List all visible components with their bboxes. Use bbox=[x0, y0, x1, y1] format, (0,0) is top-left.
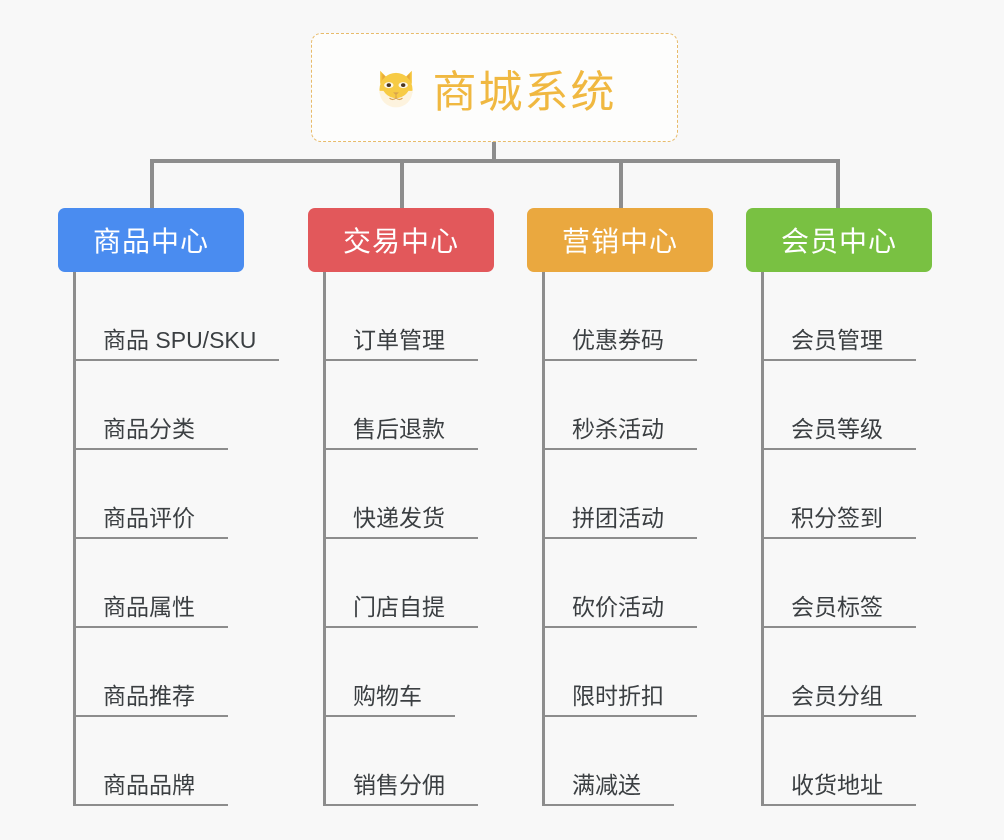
leaf-item-label: 秒杀活动 bbox=[572, 415, 664, 442]
connector-horizontal-bus bbox=[150, 159, 840, 163]
category-label-1: 商品中心 bbox=[92, 226, 209, 257]
leaf-item[interactable]: 拼团活动 bbox=[542, 450, 697, 539]
leaf-item-label: 砍价活动 bbox=[572, 593, 664, 620]
leaf-item[interactable]: 秒杀活动 bbox=[542, 361, 697, 450]
connector-drop-3 bbox=[619, 159, 623, 208]
leaf-item-label: 收货地址 bbox=[791, 771, 883, 798]
category-label-2: 交易中心 bbox=[342, 226, 459, 257]
connector-root-stem bbox=[492, 142, 496, 163]
category-label-4: 会员中心 bbox=[780, 226, 897, 257]
category-box-1[interactable]: 商品中心 bbox=[58, 208, 244, 272]
leaf-item-label: 限时折扣 bbox=[572, 682, 664, 709]
leaf-item[interactable]: 购物车 bbox=[323, 628, 455, 717]
category-label-3: 营销中心 bbox=[561, 226, 678, 257]
leaf-item[interactable]: 销售分佣 bbox=[323, 717, 478, 806]
leaf-item-label: 会员分组 bbox=[791, 682, 883, 709]
leaf-item[interactable]: 收货地址 bbox=[761, 717, 916, 806]
leaf-spine bbox=[323, 272, 326, 806]
leaf-item[interactable]: 门店自提 bbox=[323, 539, 478, 628]
leaf-item-label: 快递发货 bbox=[353, 504, 445, 531]
leaf-item[interactable]: 商品 SPU/SKU bbox=[73, 272, 279, 361]
leaf-item-label: 拼团活动 bbox=[572, 504, 664, 531]
leaf-item-label: 订单管理 bbox=[353, 326, 445, 353]
leaf-item[interactable]: 砍价活动 bbox=[542, 539, 697, 628]
leaf-item-label: 满减送 bbox=[572, 771, 641, 798]
leaf-item[interactable]: 商品分类 bbox=[73, 361, 228, 450]
root-node[interactable]: 商城系统 bbox=[311, 33, 678, 142]
leaf-item[interactable]: 会员标签 bbox=[761, 539, 916, 628]
leaf-item[interactable]: 商品品牌 bbox=[73, 717, 228, 806]
shiba-inu-icon bbox=[373, 65, 419, 111]
leaf-item[interactable]: 商品属性 bbox=[73, 539, 228, 628]
leaf-item-label: 商品评价 bbox=[103, 504, 195, 531]
leaf-spine bbox=[761, 272, 764, 806]
leaf-item-label: 会员等级 bbox=[791, 415, 883, 442]
leaf-item-label: 售后退款 bbox=[353, 415, 445, 442]
leaf-spine bbox=[542, 272, 545, 806]
leaf-item[interactable]: 会员等级 bbox=[761, 361, 916, 450]
leaf-item[interactable]: 售后退款 bbox=[323, 361, 478, 450]
leaf-item-label: 商品品牌 bbox=[103, 771, 195, 798]
leaf-item[interactable]: 积分签到 bbox=[761, 450, 916, 539]
connector-drop-1 bbox=[150, 159, 154, 208]
leaf-spine bbox=[73, 272, 76, 806]
leaf-item[interactable]: 订单管理 bbox=[323, 272, 478, 361]
leaf-item-label: 商品 SPU/SKU bbox=[103, 326, 257, 353]
category-box-2[interactable]: 交易中心 bbox=[308, 208, 494, 272]
leaf-item[interactable]: 满减送 bbox=[542, 717, 674, 806]
category-box-4[interactable]: 会员中心 bbox=[746, 208, 932, 272]
leaf-item-label: 积分签到 bbox=[791, 504, 883, 531]
leaf-item-label: 会员管理 bbox=[791, 326, 883, 353]
root-title: 商城系统 bbox=[432, 67, 617, 117]
connector-drop-2 bbox=[400, 159, 404, 208]
leaf-item-label: 门店自提 bbox=[353, 593, 445, 620]
leaf-item[interactable]: 优惠券码 bbox=[542, 272, 697, 361]
leaf-item[interactable]: 限时折扣 bbox=[542, 628, 697, 717]
leaf-item-label: 商品属性 bbox=[103, 593, 195, 620]
category-box-3[interactable]: 营销中心 bbox=[527, 208, 713, 272]
leaf-item-label: 商品分类 bbox=[103, 415, 195, 442]
leaf-item[interactable]: 会员分组 bbox=[761, 628, 916, 717]
leaf-item[interactable]: 会员管理 bbox=[761, 272, 916, 361]
leaf-item-label: 商品推荐 bbox=[103, 682, 195, 709]
leaf-item[interactable]: 商品评价 bbox=[73, 450, 228, 539]
leaf-item[interactable]: 商品推荐 bbox=[73, 628, 228, 717]
connector-drop-4 bbox=[836, 159, 840, 208]
leaf-item-label: 会员标签 bbox=[791, 593, 883, 620]
leaf-item[interactable]: 快递发货 bbox=[323, 450, 478, 539]
leaf-item-label: 优惠券码 bbox=[572, 326, 664, 353]
leaf-item-label: 销售分佣 bbox=[353, 771, 445, 798]
leaf-item-label: 购物车 bbox=[353, 682, 422, 709]
